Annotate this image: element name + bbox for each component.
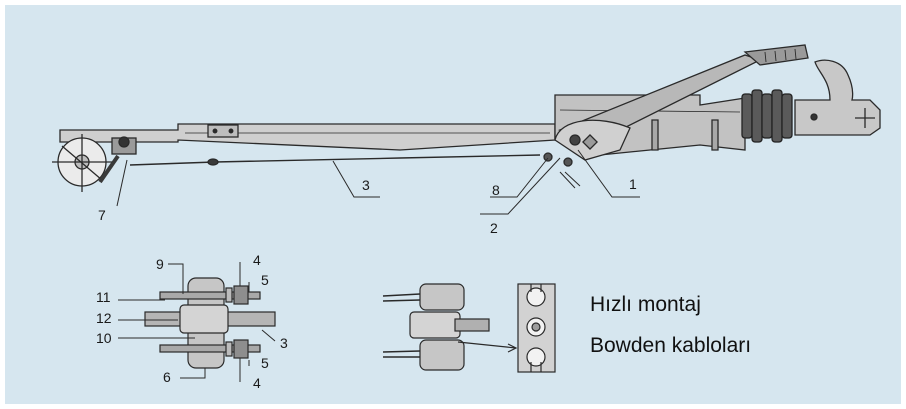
grip-ridges	[764, 48, 797, 63]
pivot-lock	[582, 134, 598, 150]
detail-washer-bottom	[225, 341, 233, 357]
cable-end-bottom	[382, 350, 421, 358]
leader-6	[180, 368, 206, 379]
slot-hole-top	[526, 287, 546, 307]
detail-rod-top	[159, 291, 261, 300]
cable-clamp	[207, 158, 219, 166]
callout-9: 9	[156, 256, 164, 272]
quick-body-top	[419, 283, 465, 311]
callout-1: 1	[629, 176, 637, 192]
detail-rod-bottom	[159, 344, 261, 353]
pivot-bolt	[569, 134, 581, 146]
callout-11: 11	[96, 289, 111, 305]
handbrake-grip	[743, 44, 809, 66]
quick-center-rod	[454, 318, 490, 332]
callout-4-bottom: 4	[253, 375, 261, 391]
callout-10: 10	[96, 330, 112, 346]
detail-nut-top	[233, 285, 249, 305]
callout-3-detail: 3	[280, 335, 288, 351]
detail-quick-mount	[382, 283, 556, 373]
callout-12: 12	[96, 310, 112, 326]
detail-leader-lines	[118, 262, 276, 382]
callout-8: 8	[492, 182, 500, 198]
cable-tension-nut	[563, 157, 573, 167]
wheel-lever-arm	[98, 154, 120, 184]
quick-arrow	[457, 341, 518, 353]
bracket-right	[711, 119, 719, 151]
leader-9	[168, 263, 184, 294]
quick-center-block	[409, 311, 461, 339]
callout-6: 6	[163, 369, 171, 385]
drawbar-assembly	[52, 44, 881, 192]
leader-2	[480, 157, 561, 215]
leader-8	[490, 157, 549, 198]
wheel-lever-pin	[118, 136, 130, 148]
quick-body-bottom	[419, 339, 465, 371]
cable-anchor	[543, 152, 553, 162]
leader-3	[332, 160, 380, 198]
slot-hole-bottom	[526, 347, 546, 367]
leader-3-detail	[261, 329, 276, 342]
detail-compensator	[144, 277, 276, 369]
callout-7: 7	[98, 207, 106, 223]
bellows	[741, 89, 793, 143]
wheel-diag	[61, 145, 103, 181]
callout-4-top: 4	[253, 252, 261, 268]
caption-quick-mount: Hızlı montaj	[590, 293, 701, 316]
slot-inner-mid	[531, 322, 541, 332]
callout-2: 2	[490, 220, 498, 236]
detail-center-block	[179, 304, 229, 334]
callout-3: 3	[362, 177, 370, 193]
top-leader-lines	[116, 149, 640, 215]
cable-spring	[559, 171, 581, 189]
beam-bolt-a	[212, 128, 218, 134]
bracket-left	[651, 119, 659, 151]
detail-nut-bottom	[233, 339, 249, 359]
slot-opening-bottom	[530, 362, 542, 372]
leader-1	[577, 149, 640, 198]
callout-5-top: 5	[261, 272, 269, 288]
caption-bowden-cables: Bowden kabloları	[590, 334, 752, 357]
callout-5-bottom: 5	[261, 355, 269, 371]
bowden-cable	[129, 154, 541, 166]
leader-7	[116, 159, 128, 207]
coupling-bolt	[810, 113, 818, 121]
beam-plate	[207, 124, 239, 138]
slot-opening-top	[530, 284, 542, 292]
beam-bolt-b	[228, 128, 234, 134]
cable-end-top	[382, 293, 421, 302]
detail-washer-top	[225, 287, 233, 303]
